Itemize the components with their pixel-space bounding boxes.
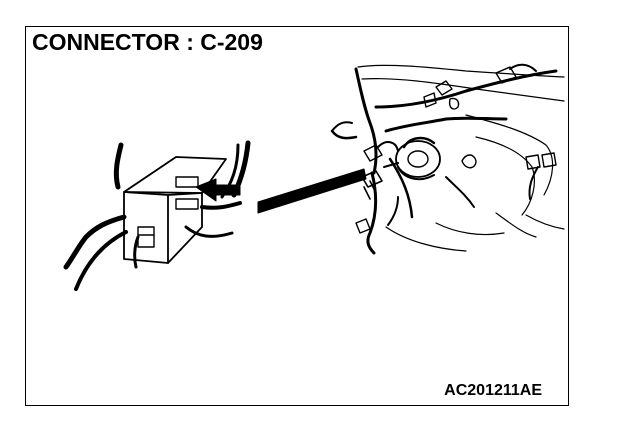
connector-illustration (63, 63, 565, 291)
leader-pointer (257, 168, 367, 214)
diagram-frame: CONNECTOR : C-209 (25, 26, 569, 406)
harness-location-view (330, 63, 565, 255)
figure-code: AC201211AE (444, 382, 542, 399)
diagram-title: CONNECTOR : C-209 (32, 29, 263, 55)
connector-closeup (63, 140, 251, 291)
